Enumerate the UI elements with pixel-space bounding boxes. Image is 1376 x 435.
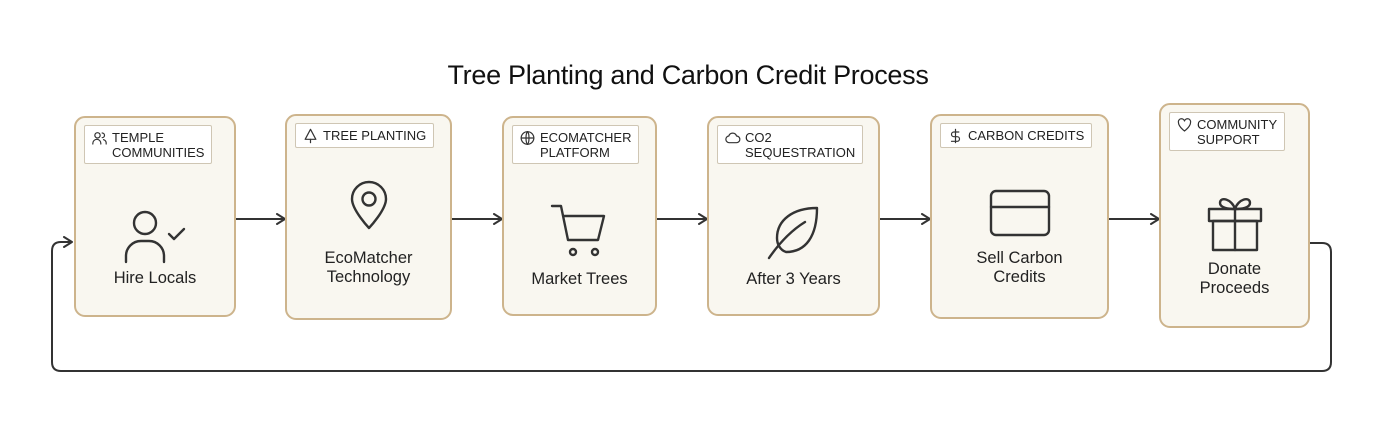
feedback-loop-arrow: [51, 236, 1332, 372]
tree-icon: [304, 128, 317, 144]
credit-card-icon: [989, 189, 1050, 237]
step-label: Donate Proceeds: [1199, 260, 1270, 297]
map-pin-icon: [350, 180, 387, 230]
user-check-icon: [124, 210, 186, 264]
step-card-sell-carbon-credits: CARBON CREDITS Sell Carbon Credits: [930, 114, 1109, 319]
users-icon: [92, 132, 107, 145]
step-card-ecomatcher-technology: TREE PLANTING EcoMatcher Technology: [285, 114, 452, 320]
step-tag: TREE PLANTING: [295, 123, 435, 148]
heart-icon: [1177, 118, 1192, 132]
step-label: Hire Locals: [113, 269, 197, 287]
step-tag-label: CARBON CREDITS: [968, 128, 1085, 143]
step-tag-label: CO2 SEQUESTRATION: [745, 130, 856, 160]
step-label: EcoMatcher Technology: [324, 249, 413, 286]
leaf-icon: [767, 206, 818, 260]
step-label: Market Trees: [531, 270, 628, 288]
step-label: After 3 Years: [746, 270, 841, 288]
step-card-donate-proceeds: COMMUNITY SUPPORT Donate Proceeds: [1159, 103, 1310, 328]
step-tag: COMMUNITY SUPPORT: [1169, 112, 1286, 151]
step-label: Sell Carbon Credits: [976, 249, 1063, 286]
step-card-hire-locals: TEMPLE COMMUNITIES Hire Locals: [74, 116, 236, 317]
step-tag-label: ECOMATCHER PLATFORM: [540, 130, 632, 160]
gift-icon: [1207, 198, 1262, 252]
diagram-title: Tree Planting and Carbon Credit Process: [447, 60, 929, 90]
step-tag: CO2 SEQUESTRATION: [717, 125, 864, 164]
step-tag-label: COMMUNITY SUPPORT: [1197, 117, 1278, 147]
globe-icon: [520, 131, 535, 145]
step-tag-label: TREE PLANTING: [323, 128, 427, 143]
step-tag-label: TEMPLE COMMUNITIES: [112, 130, 205, 160]
cloud-icon: [725, 132, 741, 144]
step-tag: TEMPLE COMMUNITIES: [84, 125, 213, 164]
step-tag: CARBON CREDITS: [940, 123, 1093, 148]
dollar-icon: [950, 128, 961, 144]
shopping-cart-icon: [550, 204, 605, 257]
step-tag: ECOMATCHER PLATFORM: [512, 125, 640, 164]
step-card-market-trees: ECOMATCHER PLATFORM Market Trees: [502, 116, 657, 316]
step-card-after-3-years: CO2 SEQUESTRATION After 3 Years: [707, 116, 880, 316]
